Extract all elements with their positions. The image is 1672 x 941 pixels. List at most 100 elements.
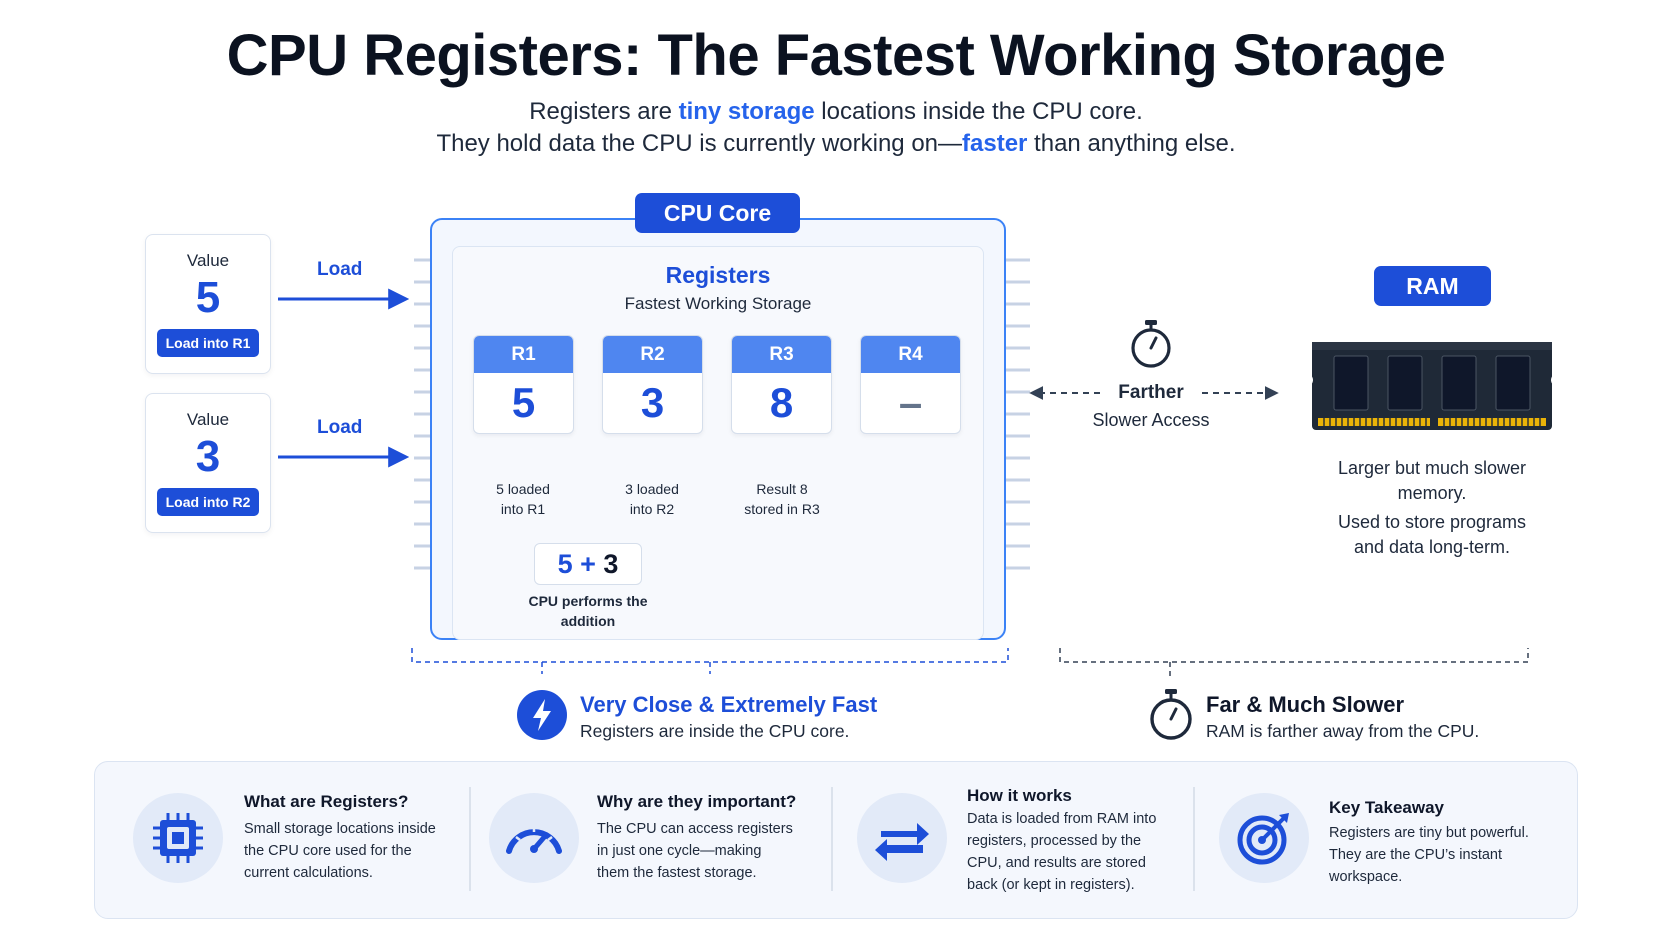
note-r1: 5 loaded into R1 xyxy=(473,479,573,519)
feature-title: Why are they important? xyxy=(597,792,797,811)
far-summary-title: Far & Much Slower xyxy=(1206,692,1405,717)
value-number: 5 xyxy=(195,273,221,322)
target-icon xyxy=(1237,813,1289,865)
value-label: Value xyxy=(186,251,230,270)
feature-icon-bg xyxy=(133,793,223,883)
register-r1: R1 5 xyxy=(473,335,574,434)
distance-subtitle: Slower Access xyxy=(1092,410,1210,430)
register-value: – xyxy=(898,379,923,426)
subtitle-highlight: faster xyxy=(962,130,1028,157)
feature-title: Key Takeaway xyxy=(1329,798,1444,817)
subtitle-text: locations inside the CPU core. xyxy=(814,98,1143,125)
operation-caption: CPU performs the addition xyxy=(508,591,668,631)
feature-line: The CPU can access registers xyxy=(597,821,793,837)
divider xyxy=(831,787,833,891)
speedometer-icon xyxy=(506,827,562,854)
register-name: R1 xyxy=(474,336,573,373)
value-card-2: Value 3 Load into R2 xyxy=(145,393,271,533)
feature-text: The CPU can access registers in just one… xyxy=(597,818,817,884)
info-panel xyxy=(94,761,1578,919)
chip-pins-right xyxy=(1006,258,1030,570)
operation-box: 5 + 3 xyxy=(534,543,642,585)
near-bracket xyxy=(411,648,1009,663)
feature-icon-bg xyxy=(857,793,947,883)
subtitle-text: They hold data the CPU is currently work… xyxy=(436,130,963,157)
feature-icon-bg xyxy=(489,793,579,883)
note-line: 5 loaded xyxy=(496,481,550,497)
lightning-icon xyxy=(517,690,567,740)
operator: + xyxy=(580,549,596,579)
subtitle-text: Registers are xyxy=(529,98,679,125)
note-line: CPU performs the xyxy=(528,593,648,609)
subtitle-text: than anything else. xyxy=(1027,130,1236,157)
transfer-arrows-icon xyxy=(875,823,929,861)
subtitle-line-2: They hold data the CPU is currently work… xyxy=(0,130,1672,158)
feature-line: the CPU core used for the xyxy=(244,843,412,859)
feature-line: Data is loaded from RAM into xyxy=(967,811,1157,827)
ram-text-line: and data long-term. xyxy=(1353,537,1511,557)
near-summary-text: Registers are inside the CPU core. xyxy=(580,721,850,741)
divider xyxy=(469,787,471,891)
chip-icon xyxy=(153,813,203,863)
registers-subtitle: Fastest Working Storage xyxy=(624,294,812,313)
operand-b: 3 xyxy=(603,549,619,579)
note-line: into R1 xyxy=(500,501,546,517)
note-line: Result 8 xyxy=(756,481,808,497)
ram-text-line: Larger but much slower xyxy=(1337,458,1527,478)
operand-a: 5 xyxy=(557,549,573,579)
note-line: stored in R3 xyxy=(744,501,820,517)
register-value: 8 xyxy=(769,379,794,426)
ram-tab: RAM xyxy=(1374,266,1491,306)
feature-text: Registers are tiny but powerful. They ar… xyxy=(1329,822,1559,888)
ram-module-icon xyxy=(1310,342,1554,430)
feature-icon-bg xyxy=(1219,793,1309,883)
register-name: R2 xyxy=(603,336,702,373)
feature-line: them the fastest storage. xyxy=(597,865,757,881)
register-r3: R3 8 xyxy=(731,335,832,434)
ram-description-2: Used to store programs and data long-ter… xyxy=(1300,510,1564,560)
note-line: 3 loaded xyxy=(625,481,679,497)
chip-pins-left xyxy=(414,258,430,570)
load-into-r2-badge: Load into R2 xyxy=(156,488,260,516)
feature-text: Small storage locations inside the CPU c… xyxy=(244,818,454,884)
distance-title: Farther xyxy=(1118,382,1184,403)
feature-text: Data is loaded from RAM into registers, … xyxy=(967,808,1182,896)
registers-title: Registers xyxy=(665,262,771,288)
feature-line: workspace. xyxy=(1329,869,1403,885)
load-arrow-label-2: Load xyxy=(317,417,363,438)
feature-line: back (or kept in registers). xyxy=(967,877,1135,893)
note-r3: Result 8 stored in R3 xyxy=(722,479,842,519)
far-bracket xyxy=(1059,648,1529,663)
ram-description-1: Larger but much slower memory. xyxy=(1300,456,1564,506)
load-arrow-label-1: Load xyxy=(317,259,363,280)
feature-title: What are Registers? xyxy=(244,792,409,811)
feature-line: Registers are tiny but powerful. xyxy=(1329,825,1529,841)
cpu-core-tab: CPU Core xyxy=(635,193,800,233)
feature-line: current calculations. xyxy=(244,865,373,881)
feature-line: in just one cycle—making xyxy=(597,843,762,859)
divider xyxy=(1193,787,1195,891)
stopwatch-icon xyxy=(1150,689,1192,740)
feature-line: Small storage locations inside xyxy=(244,821,436,837)
subtitle-highlight: tiny storage xyxy=(678,98,815,125)
far-summary-text: RAM is farther away from the CPU. xyxy=(1206,721,1480,741)
note-line: addition xyxy=(560,613,616,629)
feature-line: registers, processed by the xyxy=(967,833,1142,849)
ram-text-line: Used to store programs xyxy=(1337,512,1527,532)
register-r4: R4 – xyxy=(860,335,961,434)
near-summary-title: Very Close & Extremely Fast xyxy=(580,692,878,717)
value-label: Value xyxy=(186,410,230,429)
stopwatch-icon xyxy=(1131,320,1171,368)
register-name: R3 xyxy=(732,336,831,373)
note-r2: 3 loaded into R2 xyxy=(602,479,702,519)
feature-title: How it works xyxy=(967,786,1072,805)
feature-line: CPU, and results are stored xyxy=(967,855,1146,871)
note-line: into R2 xyxy=(629,501,675,517)
register-name: R4 xyxy=(861,336,960,373)
ram-text-line: memory. xyxy=(1397,483,1467,503)
page-title: CPU Registers: The Fastest Working Stora… xyxy=(226,23,1446,88)
register-value: 5 xyxy=(511,379,536,426)
register-value: 3 xyxy=(640,379,665,426)
register-r2: R2 3 xyxy=(602,335,703,434)
load-into-r1-badge: Load into R1 xyxy=(156,329,260,357)
